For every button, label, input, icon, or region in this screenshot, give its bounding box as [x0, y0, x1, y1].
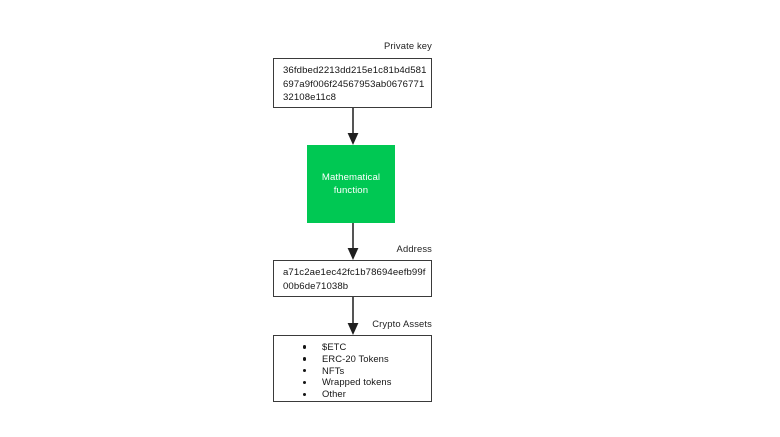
private-key-box — [273, 58, 432, 108]
list-item-label: Wrapped tokens — [322, 376, 392, 388]
list-item: Wrapped tokens — [273, 376, 432, 388]
list-item: ERC-20 Tokens — [273, 353, 432, 365]
private-key-value: 36fdbed2213dd215e1c81b4d581697a9f006f245… — [283, 65, 427, 103]
list-item: Other — [273, 388, 432, 400]
address-box — [273, 260, 432, 297]
mathematical-function-box: Mathematical function — [307, 145, 395, 223]
crypto-assets-box — [273, 335, 432, 402]
address-value: a71c2ae1ec42fc1b78694eefb99f00b6de71038b — [283, 267, 426, 292]
arrow-function-to-address — [347, 223, 359, 260]
list-item: NFTs — [273, 365, 432, 377]
list-item-label: ERC-20 Tokens — [322, 352, 389, 364]
arrow-private-key-to-function — [347, 108, 359, 145]
bullet-icon — [303, 357, 307, 361]
arrow-address-to-assets — [347, 297, 359, 335]
private-key-caption: Private key — [383, 40, 432, 51]
address-caption: Address — [396, 243, 432, 254]
bullet-icon — [303, 392, 307, 396]
list-item-label: Other — [322, 388, 346, 400]
list-item-label: NFTs — [322, 364, 345, 376]
crypto-assets-caption: Crypto Assets — [372, 318, 432, 329]
bullet-icon — [303, 345, 307, 349]
list-item: $ETC — [273, 341, 432, 353]
mathematical-function-label: Mathematical function — [321, 172, 381, 196]
bullet-icon — [303, 368, 307, 373]
bullet-icon — [303, 380, 307, 385]
list-item-label: $ETC — [322, 341, 347, 352]
crypto-assets-list: $ETC ERC-20 Tokens NFTs Wrapped tokens O… — [273, 341, 432, 400]
